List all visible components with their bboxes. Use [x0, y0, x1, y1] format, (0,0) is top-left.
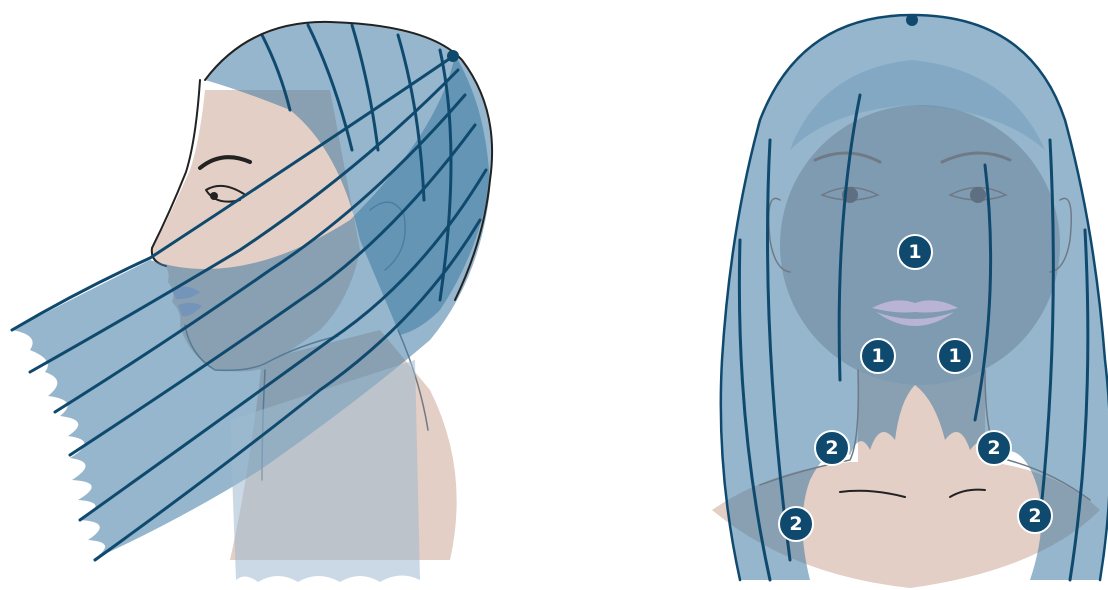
side-pupil — [210, 192, 218, 200]
badge-chin-left-label: 1 — [871, 345, 884, 367]
badge-chin-left: 1 — [861, 339, 895, 373]
badge-chin-right-label: 1 — [948, 345, 961, 367]
badge-shoulder-right: 2 — [1018, 499, 1052, 533]
front-pupil-right — [970, 187, 986, 203]
badge-neck-right-upper-label: 2 — [987, 437, 1000, 459]
badge-neck-right-upper: 2 — [977, 431, 1011, 465]
badge-neck-left-upper: 2 — [815, 431, 849, 465]
front-crown-point — [906, 14, 918, 26]
badge-chin-right: 1 — [938, 339, 972, 373]
front-view-figure: 1 1 1 2 2 2 2 — [712, 14, 1108, 588]
badge-shoulder-left: 2 — [779, 507, 813, 541]
badge-neck-left-upper-label: 2 — [825, 437, 838, 459]
side-crown-point — [447, 50, 459, 62]
badge-shoulder-right-label: 2 — [1028, 505, 1041, 527]
badge-shoulder-left-label: 2 — [789, 513, 802, 535]
side-view-figure — [12, 22, 492, 582]
badge-nose: 1 — [898, 235, 932, 269]
badge-nose-label: 1 — [908, 241, 921, 263]
